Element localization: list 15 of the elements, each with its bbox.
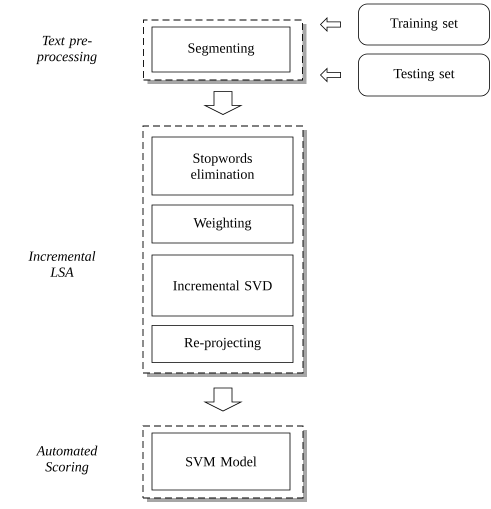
process-box: Segmenting	[152, 26, 290, 72]
group-heading: Text pre-processing	[36, 36, 97, 64]
group-heading: Automated Scoring	[36, 446, 98, 474]
process-box: Weighting	[152, 204, 294, 244]
process-box: Incremental SVD	[152, 254, 294, 316]
input-box: Training set	[358, 4, 490, 46]
process-box: Stopwords elimination	[152, 136, 294, 196]
hollow-arrow	[203, 91, 243, 115]
hollow-arrow	[320, 68, 341, 82]
process-box: Re-projecting	[152, 325, 294, 363]
hollow-arrow	[203, 388, 243, 412]
input-box: Testing set	[358, 54, 490, 96]
group-heading: Incremental LSA	[28, 251, 96, 277]
hollow-arrow	[320, 17, 341, 32]
process-box: SVM Model	[152, 432, 290, 490]
